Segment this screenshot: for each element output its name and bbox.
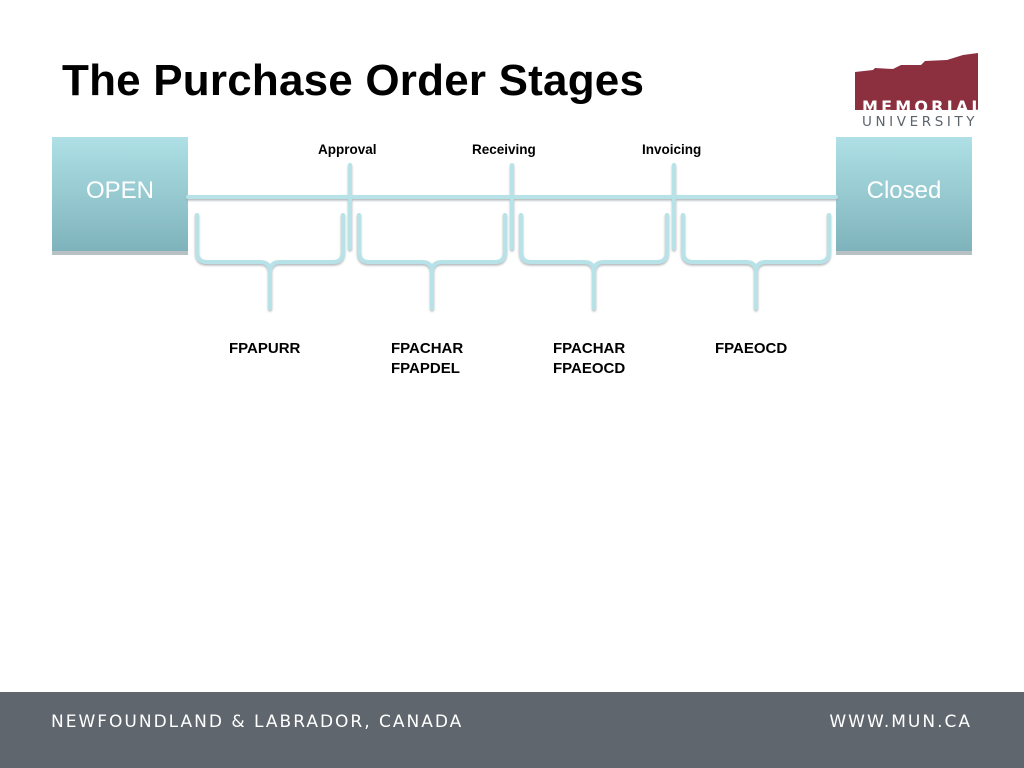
page-title: The Purchase Order Stages xyxy=(62,56,645,105)
brace-1 xyxy=(195,213,345,310)
form-group-3: FPACHAR FPAEOCD xyxy=(553,339,625,379)
brace-3 xyxy=(519,213,669,310)
form-code: FPACHAR xyxy=(553,340,626,357)
footer-bar: NEWFOUNDLAND & LABRADOR, CANADA WWW.MUN.… xyxy=(0,692,1024,768)
logo-text-memorial: MEMORIAL xyxy=(862,97,985,116)
state-box-open: OPEN xyxy=(52,137,188,255)
form-group-4: FPAEOCD xyxy=(715,339,787,359)
form-code: FPACHAR xyxy=(391,340,464,357)
form-code: FPAEOCD xyxy=(553,360,626,377)
brace-4 xyxy=(681,213,831,310)
logo-text-university: UNIVERSITY xyxy=(862,114,979,130)
stage-label-invoicing: Invoicing xyxy=(642,142,702,157)
footer-website: WWW.MUN.CA xyxy=(829,712,972,732)
form-group-1: FPAPURR xyxy=(229,339,300,359)
form-code: FPAEOCD xyxy=(715,340,788,357)
form-code: FPAPDEL xyxy=(391,360,460,377)
brace-2 xyxy=(357,213,507,310)
stage-label-approval: Approval xyxy=(318,142,377,157)
timeline-diagram xyxy=(186,163,838,310)
state-box-closed: Closed xyxy=(836,137,972,255)
logo-flag-shape xyxy=(855,53,978,110)
form-code: FPAPURR xyxy=(229,340,301,357)
stage-label-receiving: Receiving xyxy=(472,142,536,157)
footer-location: NEWFOUNDLAND & LABRADOR, CANADA xyxy=(51,712,464,732)
memorial-university-logo xyxy=(855,53,978,110)
form-group-2: FPACHAR FPAPDEL xyxy=(391,339,463,379)
